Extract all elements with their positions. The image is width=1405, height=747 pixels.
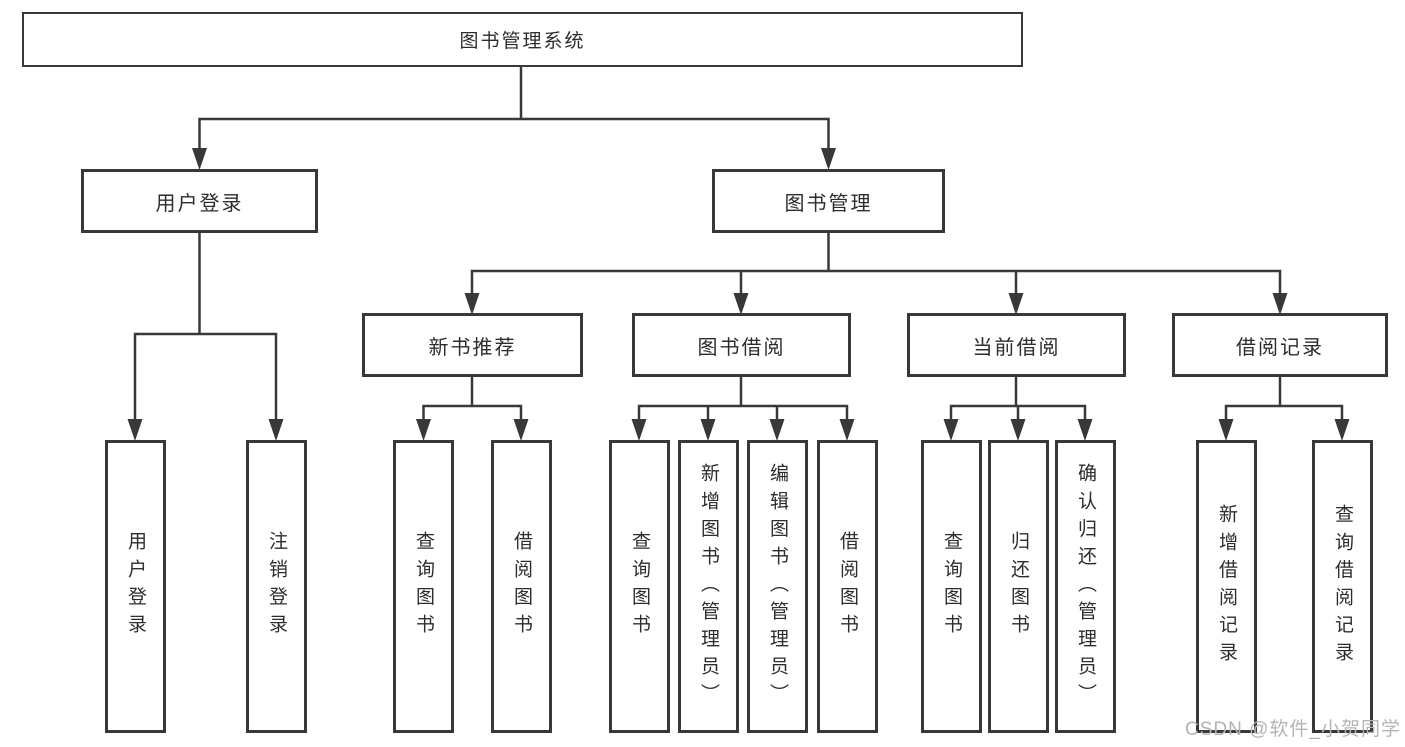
leaf-br-add-record: 新增借阅记录 [1196, 440, 1257, 733]
leaf-bb-add-book: 新增图书（管理员） [678, 440, 739, 733]
leaf-nb-query-book: 查询图书 [393, 440, 454, 733]
node-new-book-recommend: 新书推荐 [362, 313, 583, 377]
leaf-cb-confirm-return: 确认归还（管理员） [1055, 440, 1116, 733]
leaf-bb-borrow-book: 借阅图书 [817, 440, 878, 733]
node-root: 图书管理系统 [22, 12, 1023, 67]
leaf-bb-edit-book: 编辑图书（管理员） [747, 440, 808, 733]
leaf-cb-query-book: 查询图书 [921, 440, 982, 733]
arrowhead-icons [127, 148, 1350, 441]
leaf-br-query-record: 查询借阅记录 [1312, 440, 1373, 733]
leaf-user-login: 用户登录 [105, 440, 166, 733]
node-book-borrow: 图书借阅 [632, 313, 851, 377]
leaf-logout: 注销登录 [246, 440, 307, 733]
node-book-management: 图书管理 [712, 169, 945, 233]
csdn-watermark: CSDN @软件_小贺同学 [1185, 719, 1401, 740]
node-user-login: 用户登录 [81, 169, 318, 233]
leaf-bb-query-book: 查询图书 [609, 440, 670, 733]
node-current-borrow: 当前借阅 [907, 313, 1126, 377]
node-borrow-records: 借阅记录 [1172, 313, 1388, 377]
leaf-cb-return-book: 归还图书 [988, 440, 1049, 733]
leaf-nb-borrow-book: 借阅图书 [491, 440, 552, 733]
